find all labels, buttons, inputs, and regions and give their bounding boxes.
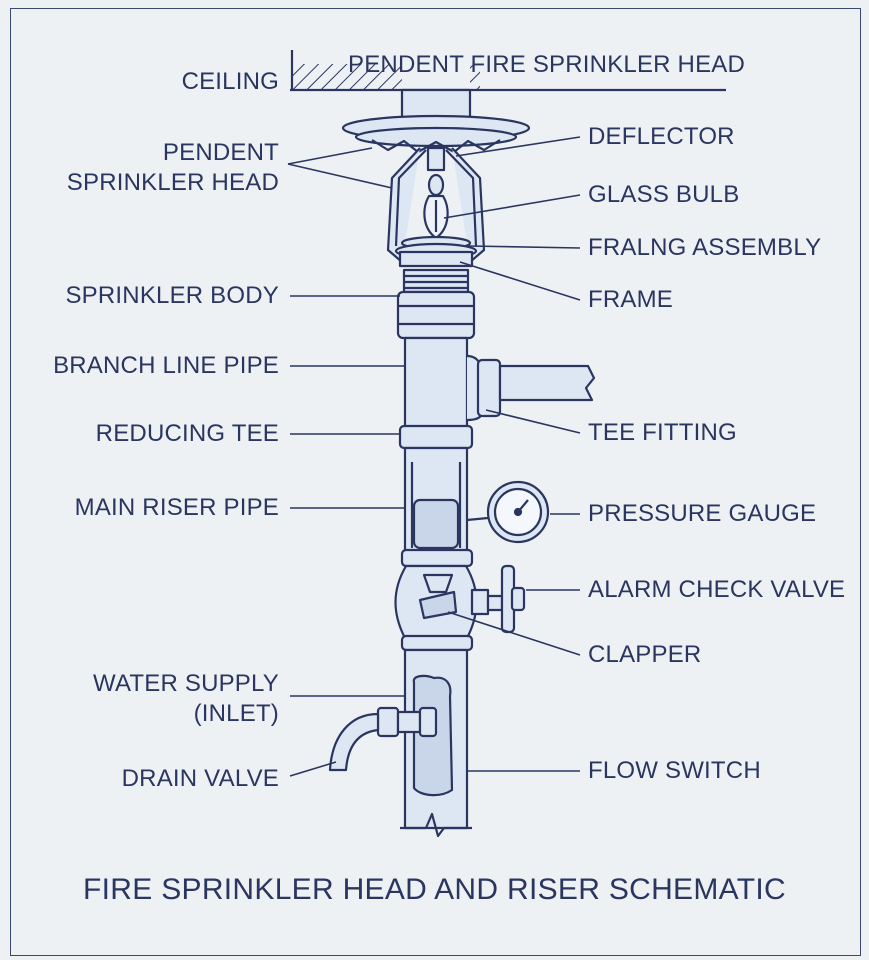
alarm-check-valve-shape: [394, 548, 526, 652]
label-fralng-assembly: FRALNG ASSEMBLY: [588, 234, 822, 261]
pressure-gauge-shape: [466, 480, 550, 544]
heading-label: PENDENT FIRE SPRINKLER HEAD: [348, 51, 746, 78]
sprinkler-body-shape: [396, 268, 476, 340]
label-glass-bulb: GLASS BULB: [588, 181, 740, 208]
label-main-riser-pipe: MAIN RISER PIPE: [74, 494, 279, 521]
deflector-shape: [341, 114, 531, 154]
diagram-title: FIRE SPRINKLER HEAD AND RISER SCHEMATIC: [83, 873, 786, 906]
label-pendent-head-line1: PENDENT: [162, 139, 279, 166]
glass-bulb-shape: [423, 173, 449, 240]
label-branch-line-pipe: BRANCH LINE PIPE: [53, 352, 279, 379]
label-flow-switch: FLOW SWITCH: [588, 757, 761, 784]
fralng-assembly-ring: [394, 235, 478, 268]
label-drain-valve: DRAIN VALVE: [121, 765, 279, 792]
label-water-supply-line2: (INLET): [193, 700, 279, 727]
pipe-break-bottom: [400, 812, 472, 838]
label-tee-fitting: TEE FITTING: [588, 419, 737, 446]
label-ceiling: CEILING: [181, 68, 279, 95]
label-frame: FRAME: [588, 286, 673, 313]
drain-valve-shape: [328, 706, 438, 772]
riser-sight-window: [412, 498, 460, 550]
label-pressure-gauge: PRESSURE GAUGE: [588, 500, 817, 527]
reducing-tee-coupling: [398, 424, 474, 450]
sprinkler-frame-arms: [386, 146, 486, 263]
label-alarm-check-valve: ALARM CHECK VALVE: [588, 576, 846, 603]
label-clapper: CLAPPER: [588, 641, 702, 668]
label-water-supply-line1: WATER SUPPLY: [93, 670, 279, 697]
riser-pipe-upper: [403, 336, 469, 430]
label-reducing-tee: REDUCING TEE: [95, 420, 279, 447]
ceiling-slab: [290, 50, 726, 92]
tee-branch: [466, 354, 596, 422]
label-sprinkler-body: SPRINKLER BODY: [65, 282, 279, 309]
leader-lines: [287, 136, 581, 777]
label-deflector: DEFLECTOR: [588, 123, 735, 150]
label-pendent-head-line2: SPRINKLER HEAD: [66, 169, 279, 196]
diagram-border: [10, 8, 861, 956]
